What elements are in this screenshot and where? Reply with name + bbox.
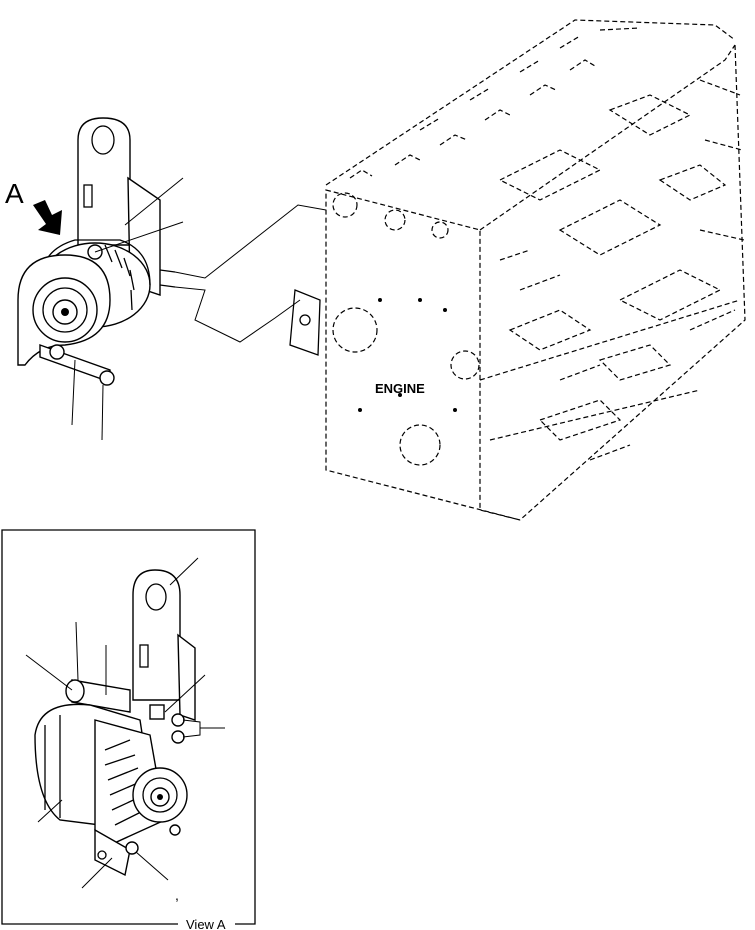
view-a-inset — [1, 529, 256, 925]
leader-lines-top — [71, 177, 327, 441]
view-direction-arrow-icon — [33, 200, 62, 235]
view-a-marker: A — [5, 178, 24, 209]
stray-mark: , — [175, 887, 179, 903]
view-a-caption: View A — [186, 917, 226, 930]
leader-lines-view-a — [25, 557, 225, 889]
engine-block — [289, 19, 746, 521]
engine-label: ENGINE — [375, 381, 425, 396]
alternator-assembly — [17, 117, 176, 386]
